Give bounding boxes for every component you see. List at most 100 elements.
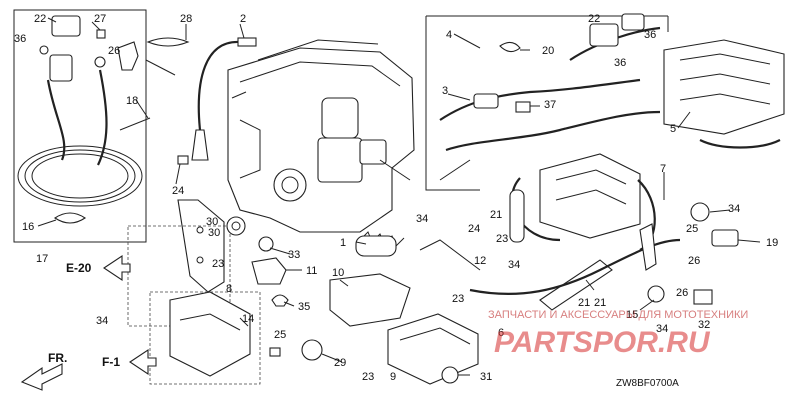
clip-20 [499,41,521,53]
front-direction-label: FR. [48,351,67,365]
grommet-29 [301,339,323,361]
callout-label: 26 [688,255,700,267]
bolt-25 [269,347,281,357]
callout-label: 24 [468,223,480,235]
callout-label: 4 [446,29,452,41]
callout-label: 19 [766,237,778,249]
clip-35 [271,294,289,307]
spring-1 [355,231,405,257]
diagram-code: ZW8BF0700A [616,378,679,389]
callout-label: 18 [126,95,138,107]
callout-label: 24 [172,185,184,197]
callout-label: 29 [334,357,346,369]
callout-label: 33 [288,249,300,261]
callout-label: 23 [452,293,464,305]
callout-label: 32 [698,319,710,331]
callout-label: 10 [332,267,344,279]
callout-label: 2 [240,13,246,25]
regulator-5 [663,39,785,149]
harness-box-left [13,9,176,243]
callout-label: 34 [416,213,428,225]
callout-label: 35 [298,301,310,313]
spark-plug-cable-2 [191,37,257,161]
engine-block [227,39,415,233]
callout-label: 25 [274,329,286,341]
callout-label: 23 [362,371,374,383]
part-32 [693,289,713,305]
callout-label: 36 [14,33,26,45]
main-harness-3 [439,26,661,181]
leader-lines [37,17,761,376]
callout-label: 6 [498,327,504,339]
callout-label: 15 [626,309,638,321]
callout-label: 34 [508,259,520,271]
dash-box-f1 [149,291,261,385]
wire-6 [419,238,681,296]
plug-31 [441,366,459,384]
callout-label: 5 [670,123,676,135]
callout-label: 36 [614,57,626,69]
callout-label: 21 [490,209,502,221]
callouts: 22 27 28 2 36 26 17 18 24 16 4 20 22 36 … [14,13,778,383]
bolt-27 [96,29,106,39]
callout-label: 34 [656,323,668,335]
terminal-block-9 [387,313,479,385]
callout-label: 16 [22,221,34,233]
callout-label: 17 [36,253,48,265]
strap-28 [146,37,190,47]
callout-label: 7 [660,163,666,175]
cover-10 [329,273,411,327]
callout-label: 34 [728,203,740,215]
callout-label: 21 [594,297,606,309]
callout-label: 11 [306,265,317,277]
regulator-7 [511,153,656,251]
arrow-f1-icon [129,348,157,376]
callout-label: 34 [96,315,108,327]
callout-label: 26 [108,45,120,57]
callout-label: 20 [542,45,554,57]
callout-label: 23 [212,258,224,270]
callout-label: 30 [206,216,218,228]
clip-30 [226,216,246,236]
connector-22-right [589,13,645,47]
bracket-14 [169,291,251,377]
callout-label: 23 [496,233,508,245]
callout-label: 31 [480,371,492,383]
arrow-fr-icon [20,363,63,391]
callout-label: 8 [226,283,232,295]
callout-label: 3 [442,85,448,97]
clamp-15 [647,285,665,303]
watermark-logo: PARTSPOR.RU [494,326,711,359]
callout-label: 36 [644,29,656,41]
tube-21-upper [509,189,525,243]
callout-label: 21 [578,297,590,309]
callout-label: 26 [676,287,688,299]
plate-11 [251,257,287,285]
callout-label: 14 [242,313,254,325]
callout-label: 27 [94,13,106,25]
callout-label: 9 [390,371,396,383]
part-19 [711,229,739,247]
bracket-12 [639,223,657,271]
arrow-e20-icon [103,254,131,282]
bracket-26 [117,41,139,71]
callout-label: 25 [686,223,698,235]
connector-top-left [39,15,106,82]
callout-label: 28 [180,13,192,25]
callout-label: 22 [34,13,46,25]
section-ref-e20: E-20 [66,261,92,275]
coiled-cable [17,69,151,207]
callout-label: 30 [208,227,220,239]
grommet-34-right [690,202,710,222]
callout-label: 1 [340,237,346,249]
callout-label: 37 [544,99,556,111]
band-16 [54,212,86,224]
bolt-24-left [177,155,189,165]
section-ref-f1: F-1 [102,355,120,369]
watermark-tagline: ЗАПЧАСТИ И АКСЕССУАРЫ ДЛЯ МОТОТЕХНИКИ [488,309,748,321]
grommet-33 [258,236,274,252]
callout-label: 22 [588,13,600,25]
callout-label: 12 [474,255,486,267]
bracket-8 [177,199,225,293]
